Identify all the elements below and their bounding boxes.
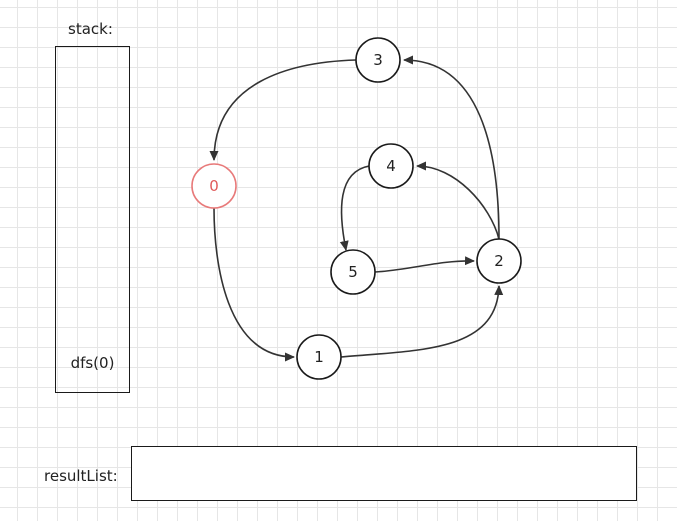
edge-2-to-3 [403,55,500,240]
node-0-label: 0 [209,177,219,195]
node-3-label: 3 [373,51,383,69]
edge-0-to-1 [213,207,295,362]
node-2-circle [476,238,522,284]
node-2-label: 2 [494,252,504,270]
stack-label: stack: [68,20,113,38]
stack-entry: dfs(0) [70,354,115,372]
edge-3-to-0 [209,59,357,161]
node-3-circle [355,37,401,83]
node-5-label: 5 [348,263,358,281]
edge-2-to-4 [416,161,500,240]
node-5-circle [330,249,376,295]
node-4-label: 4 [386,157,396,175]
node-4-circle [368,143,414,189]
node-5: 5 [330,249,376,295]
stack-box: dfs(0) [55,46,130,393]
edge-5-to-2 [374,256,475,273]
node-1-label: 1 [314,348,324,366]
edge-1-to-2 [340,285,504,358]
node-1-circle [296,334,342,380]
node-4: 4 [368,143,414,189]
node-0: 0 [191,163,237,209]
node-3: 3 [355,37,401,83]
result-list-box [131,446,637,501]
result-list-label: resultList: [44,467,118,485]
edge-4-to-5 [339,165,370,251]
node-0-circle [191,163,237,209]
node-1: 1 [296,334,342,380]
node-2: 2 [476,238,522,284]
